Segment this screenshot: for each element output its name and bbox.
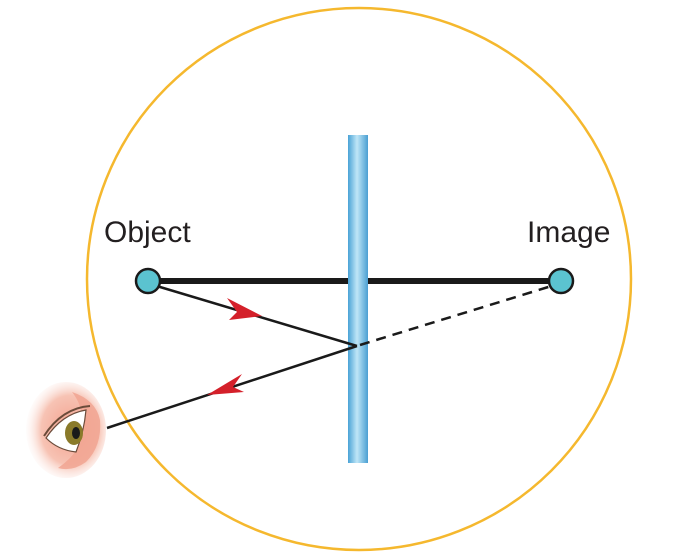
eye-icon bbox=[26, 382, 106, 478]
arrowhead-icon bbox=[227, 298, 262, 320]
object-label: Object bbox=[104, 216, 191, 249]
boundary-circle bbox=[85, 6, 633, 552]
image-point bbox=[547, 267, 575, 295]
image-label: Image bbox=[527, 216, 610, 249]
plane-mirror bbox=[348, 135, 368, 463]
object-point bbox=[134, 267, 162, 295]
virtual-ray bbox=[359, 282, 559, 347]
arrowhead-icon bbox=[207, 374, 244, 395]
